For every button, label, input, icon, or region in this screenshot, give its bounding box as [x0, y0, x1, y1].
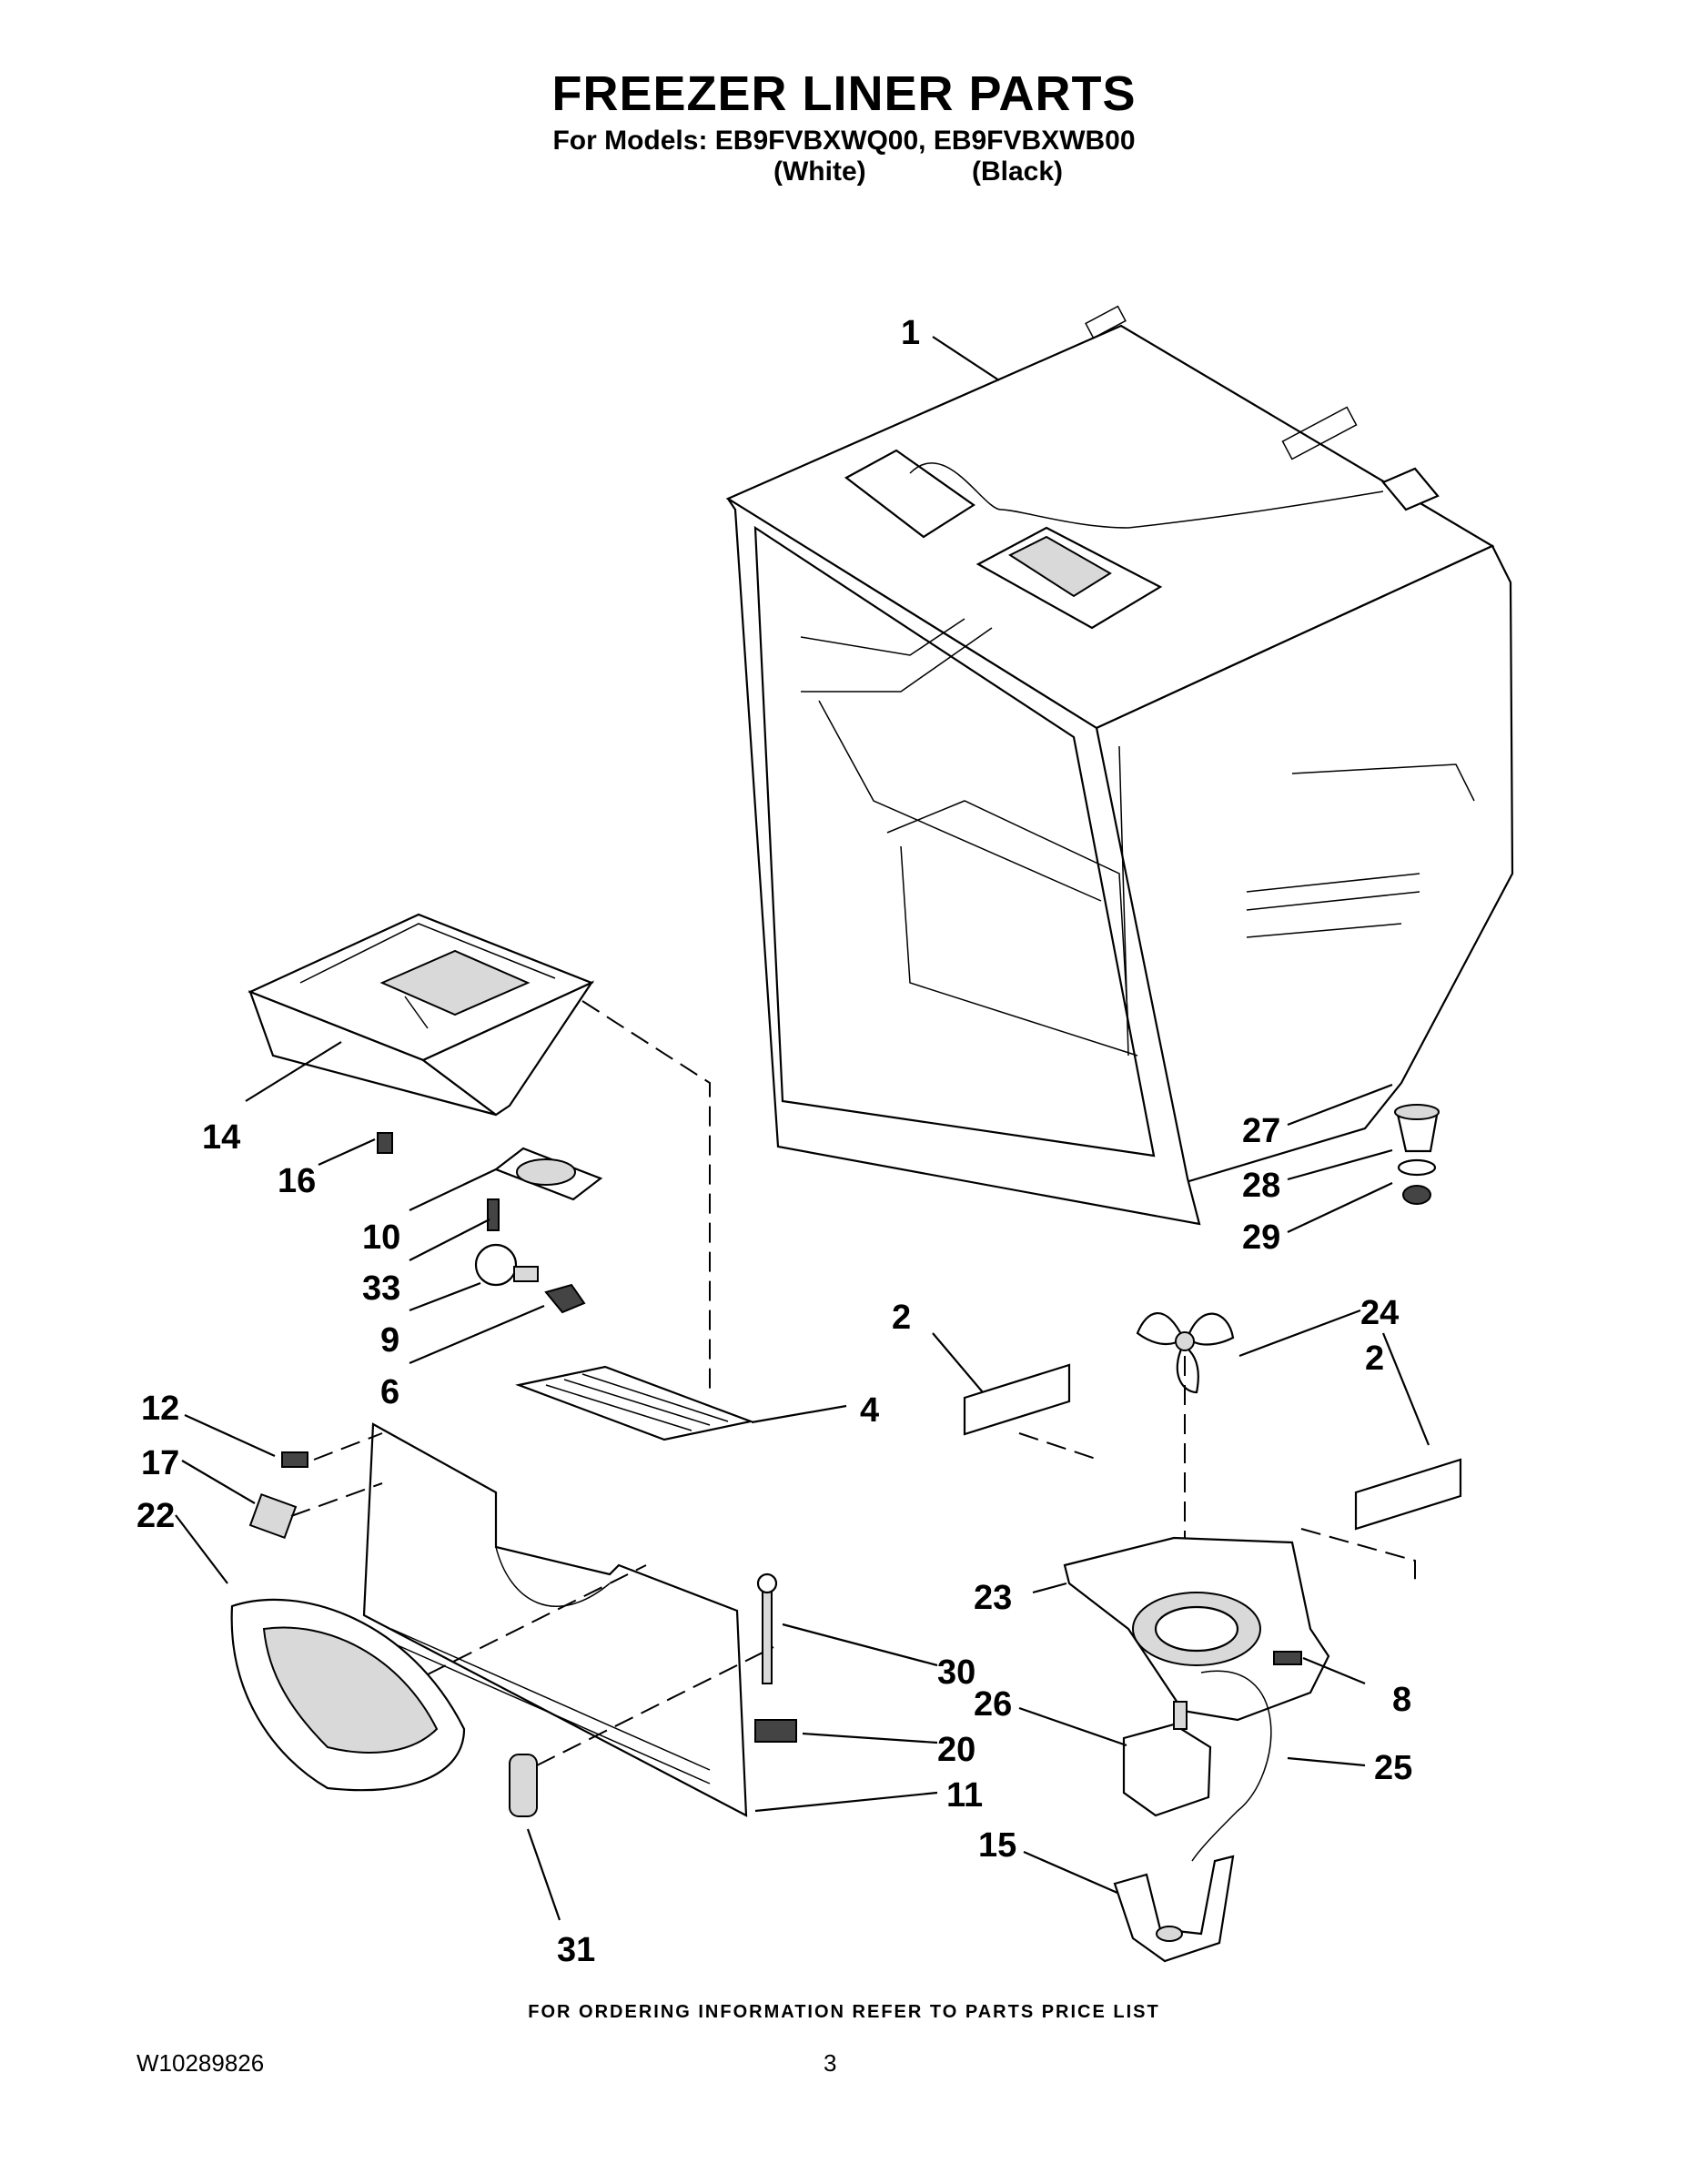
callout-27: 27: [1242, 1112, 1280, 1150]
part-grille-4: [515, 1365, 754, 1441]
part-clip-31: [509, 1754, 538, 1817]
callout-22: 22: [136, 1497, 175, 1535]
callout-14: 14: [202, 1118, 240, 1157]
part-socket: [544, 1283, 586, 1314]
callout-26: 26: [974, 1685, 1012, 1724]
part-light-housing: [493, 1147, 603, 1201]
part-foam-pad-left: [963, 1363, 1071, 1436]
callout-20: 20: [937, 1731, 975, 1769]
callout-12: 12: [141, 1390, 179, 1428]
callout-25: 25: [1374, 1749, 1412, 1787]
part-freezer-liner: [725, 305, 1514, 1226]
page-title: FREEZER LINER PARTS: [551, 66, 1137, 121]
part-fan-blade: [1136, 1312, 1235, 1394]
part-screw-33: [487, 1198, 500, 1231]
part-rear-panel: [362, 1422, 748, 1817]
page-number: 3: [824, 2049, 837, 2077]
part-wiring-harness: [1191, 1670, 1272, 1862]
part-28: [1397, 1158, 1437, 1177]
callout-10: 10: [362, 1218, 400, 1257]
callout-30: 30: [937, 1653, 975, 1692]
callout-16: 16: [278, 1162, 316, 1200]
callout-11: 11: [946, 1776, 983, 1815]
callout-29: 29: [1242, 1218, 1280, 1257]
callout-15: 15: [978, 1826, 1016, 1865]
variant-black-label: (Black): [972, 157, 1064, 187]
callout-24: 24: [1360, 1294, 1399, 1332]
part-fan-housing: [1063, 1536, 1330, 1722]
callout-28: 28: [1242, 1167, 1280, 1205]
part-16: [377, 1132, 393, 1154]
part-29: [1402, 1185, 1431, 1205]
part-27: [1394, 1104, 1440, 1153]
part-vent-grille-22: [230, 1598, 466, 1792]
part-foam-pad-right: [1354, 1458, 1462, 1531]
part-fan-motor: [1122, 1701, 1212, 1817]
callout-2-left: 2: [892, 1299, 911, 1337]
document-number: W10289826: [136, 2049, 265, 2077]
callout-2-right: 2: [1365, 1340, 1384, 1378]
callout-4: 4: [860, 1391, 879, 1430]
part-light-bulb: [474, 1243, 539, 1287]
callout-1: 1: [901, 314, 920, 352]
model-variants: (White) (Black): [0, 157, 1688, 193]
callout-8: 8: [1392, 1681, 1411, 1719]
callout-9: 9: [380, 1321, 399, 1360]
part-strip-20: [754, 1719, 797, 1743]
part-screw-8: [1273, 1651, 1302, 1665]
model-list: For Models: EB9FVBXWQ00, EB9FVBXWB00: [552, 126, 1136, 156]
callout-33: 33: [362, 1269, 400, 1308]
leader-lines: [175, 336, 1430, 1921]
part-motor-bracket: [1113, 1855, 1235, 1963]
part-sensor-30: [756, 1572, 778, 1684]
callout-17: 17: [141, 1444, 179, 1482]
callout-31: 31: [557, 1931, 595, 1969]
callout-labels: 1 14 16 10 33 9 6 4 12 17 22 11 20 30 31…: [136, 314, 1412, 1969]
part-screw-12: [281, 1451, 308, 1468]
part-evaporator-cover: [248, 913, 595, 1117]
variant-white-label: (White): [773, 157, 866, 187]
callout-6: 6: [380, 1373, 399, 1411]
callout-23: 23: [974, 1579, 1012, 1617]
ordering-note: FOR ORDERING INFORMATION REFER TO PARTS …: [528, 2002, 1160, 2022]
part-bracket-17: [248, 1492, 298, 1540]
